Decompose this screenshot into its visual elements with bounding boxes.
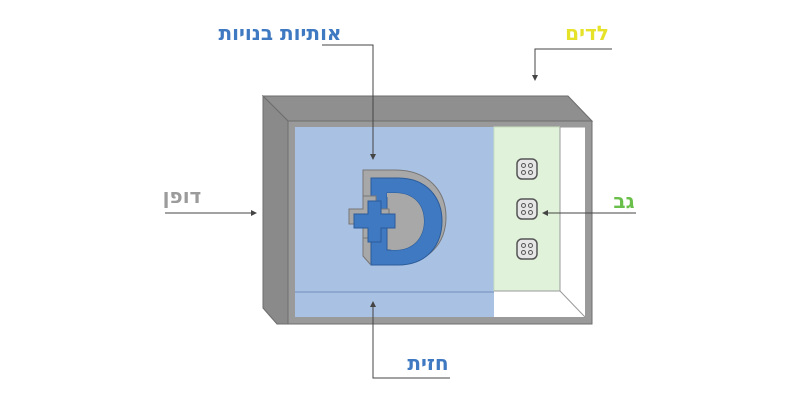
led-modules <box>516 158 538 260</box>
label-facade: חזית <box>407 351 448 375</box>
leader-lines <box>165 44 636 379</box>
leader-facade <box>370 301 450 379</box>
logo-plus-front <box>353 200 396 243</box>
leader-built-letters <box>322 44 376 160</box>
d-plus-logo-icon <box>348 169 447 266</box>
left-side-wall <box>262 94 289 325</box>
label-back: גב <box>613 189 634 213</box>
leader-leds <box>532 48 612 81</box>
led-module-icon <box>516 238 538 260</box>
label-leds: לדים <box>565 21 609 45</box>
led-module-icon <box>516 198 538 220</box>
inner-perspective-bottom <box>559 290 586 318</box>
led-module-icon <box>516 158 538 180</box>
top-bevel <box>261 95 594 122</box>
labels: אותיות בנויות לדים דופן גב חזית <box>163 21 635 375</box>
logo-d-inner-bevel <box>387 193 424 250</box>
label-built-letters: אותיות בנויות <box>218 21 341 45</box>
label-side-wall: דופן <box>163 184 202 208</box>
